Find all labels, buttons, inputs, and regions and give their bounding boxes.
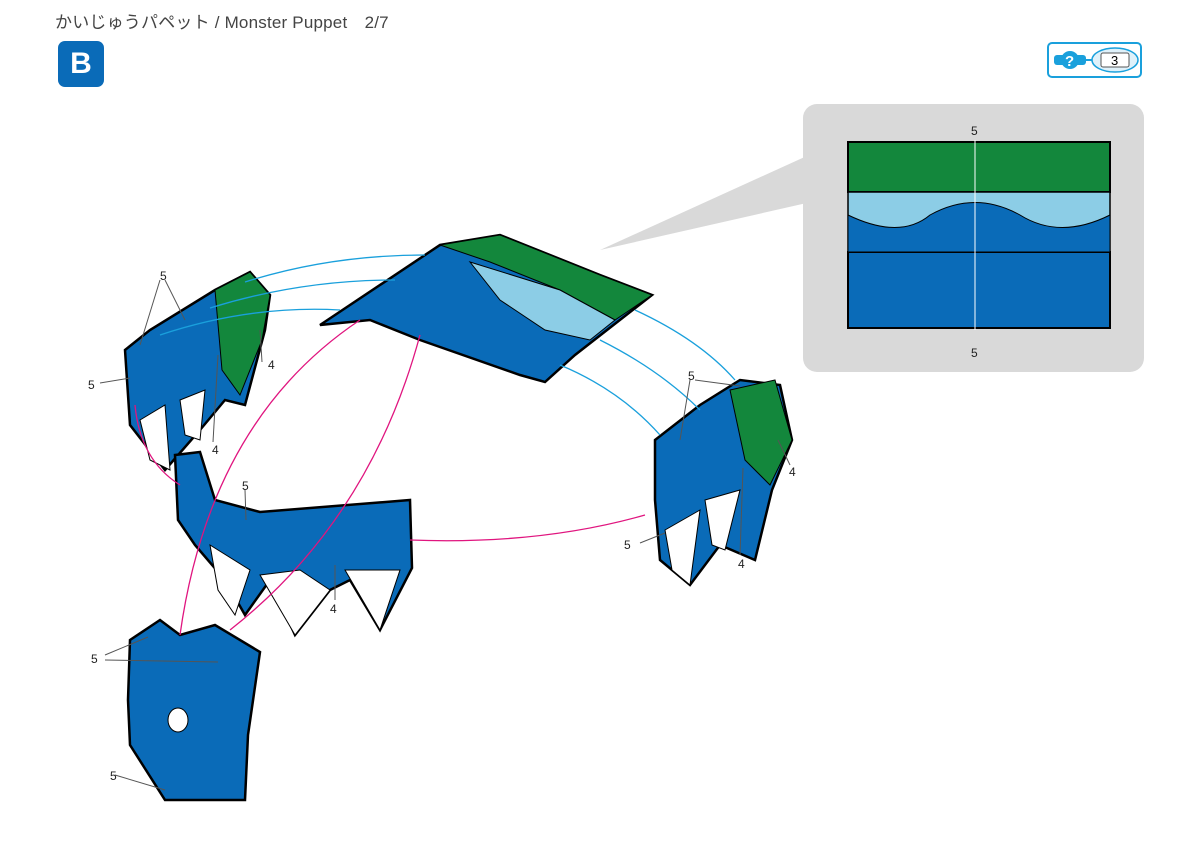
question-icon: ? 3 [1054, 47, 1139, 73]
callout-4: 4 [330, 602, 337, 616]
callout-4: 4 [738, 557, 745, 571]
callout-5: 5 [242, 479, 249, 493]
callout-4: 4 [212, 443, 219, 457]
page-title: かいじゅうパペット / Monster Puppet 2/7 [55, 13, 389, 32]
right-piece [653, 378, 794, 587]
callout-5: 5 [91, 652, 98, 666]
callout-4: 4 [268, 358, 275, 372]
help-badge[interactable]: ? 3 [1047, 42, 1142, 78]
connection-arrows [134, 254, 736, 636]
callout-labels: 5 5 5 5 5 5 5 5 5 4 4 4 4 4 [88, 124, 978, 783]
callout-5: 5 [688, 369, 695, 383]
callout-lines [99, 279, 791, 791]
middle-piece [173, 450, 414, 638]
step-badge: B [58, 41, 104, 87]
callout-5: 5 [88, 378, 95, 392]
callout-4: 4 [789, 465, 796, 479]
top-slab [319, 233, 655, 384]
detail-inset [600, 104, 1144, 372]
callout-5: 5 [624, 538, 631, 552]
help-piece-count: 3 [1111, 53, 1118, 68]
callout-5: 5 [971, 124, 978, 138]
left-piece [123, 270, 272, 472]
bottom-piece [126, 618, 262, 802]
callout-5: 5 [110, 769, 117, 783]
callout-5: 5 [971, 346, 978, 360]
callout-5: 5 [160, 269, 167, 283]
svg-text:?: ? [1065, 53, 1074, 70]
